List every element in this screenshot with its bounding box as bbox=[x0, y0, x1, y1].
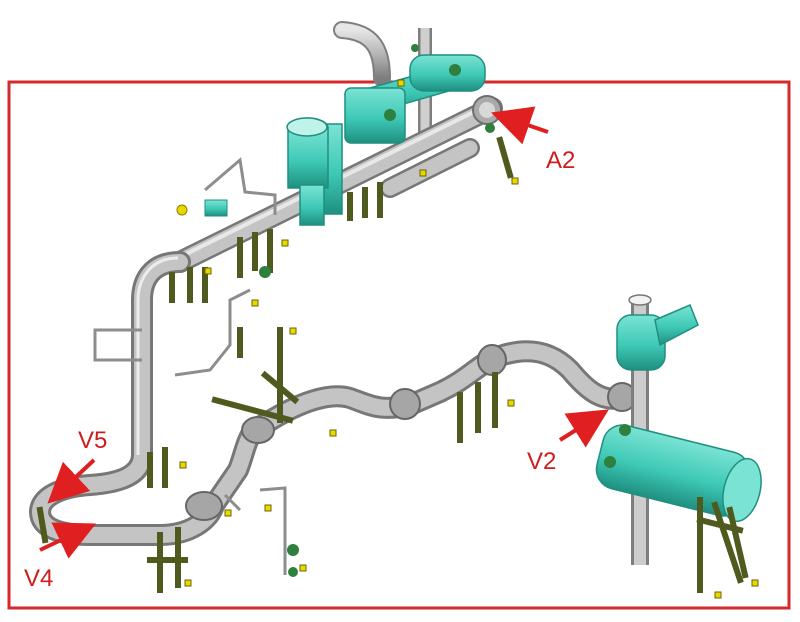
label-v4: V4 bbox=[24, 565, 53, 592]
right-equipment bbox=[595, 294, 762, 565]
label-v5: V5 bbox=[78, 427, 107, 454]
callout-arrows bbox=[39, 106, 609, 559]
v5-arrow bbox=[47, 458, 96, 504]
small-bore-lines bbox=[93, 157, 287, 575]
tag-markers bbox=[179, 79, 759, 599]
v2-arrow bbox=[558, 409, 609, 448]
label-a2: A2 bbox=[546, 147, 575, 174]
label-v2: V2 bbox=[527, 448, 556, 475]
a2-arrow bbox=[491, 106, 549, 145]
pipe-supports bbox=[36, 136, 749, 593]
lower-run-pipe bbox=[185, 340, 637, 521]
upper-equipment bbox=[204, 54, 486, 226]
v4-arrow bbox=[39, 522, 97, 559]
